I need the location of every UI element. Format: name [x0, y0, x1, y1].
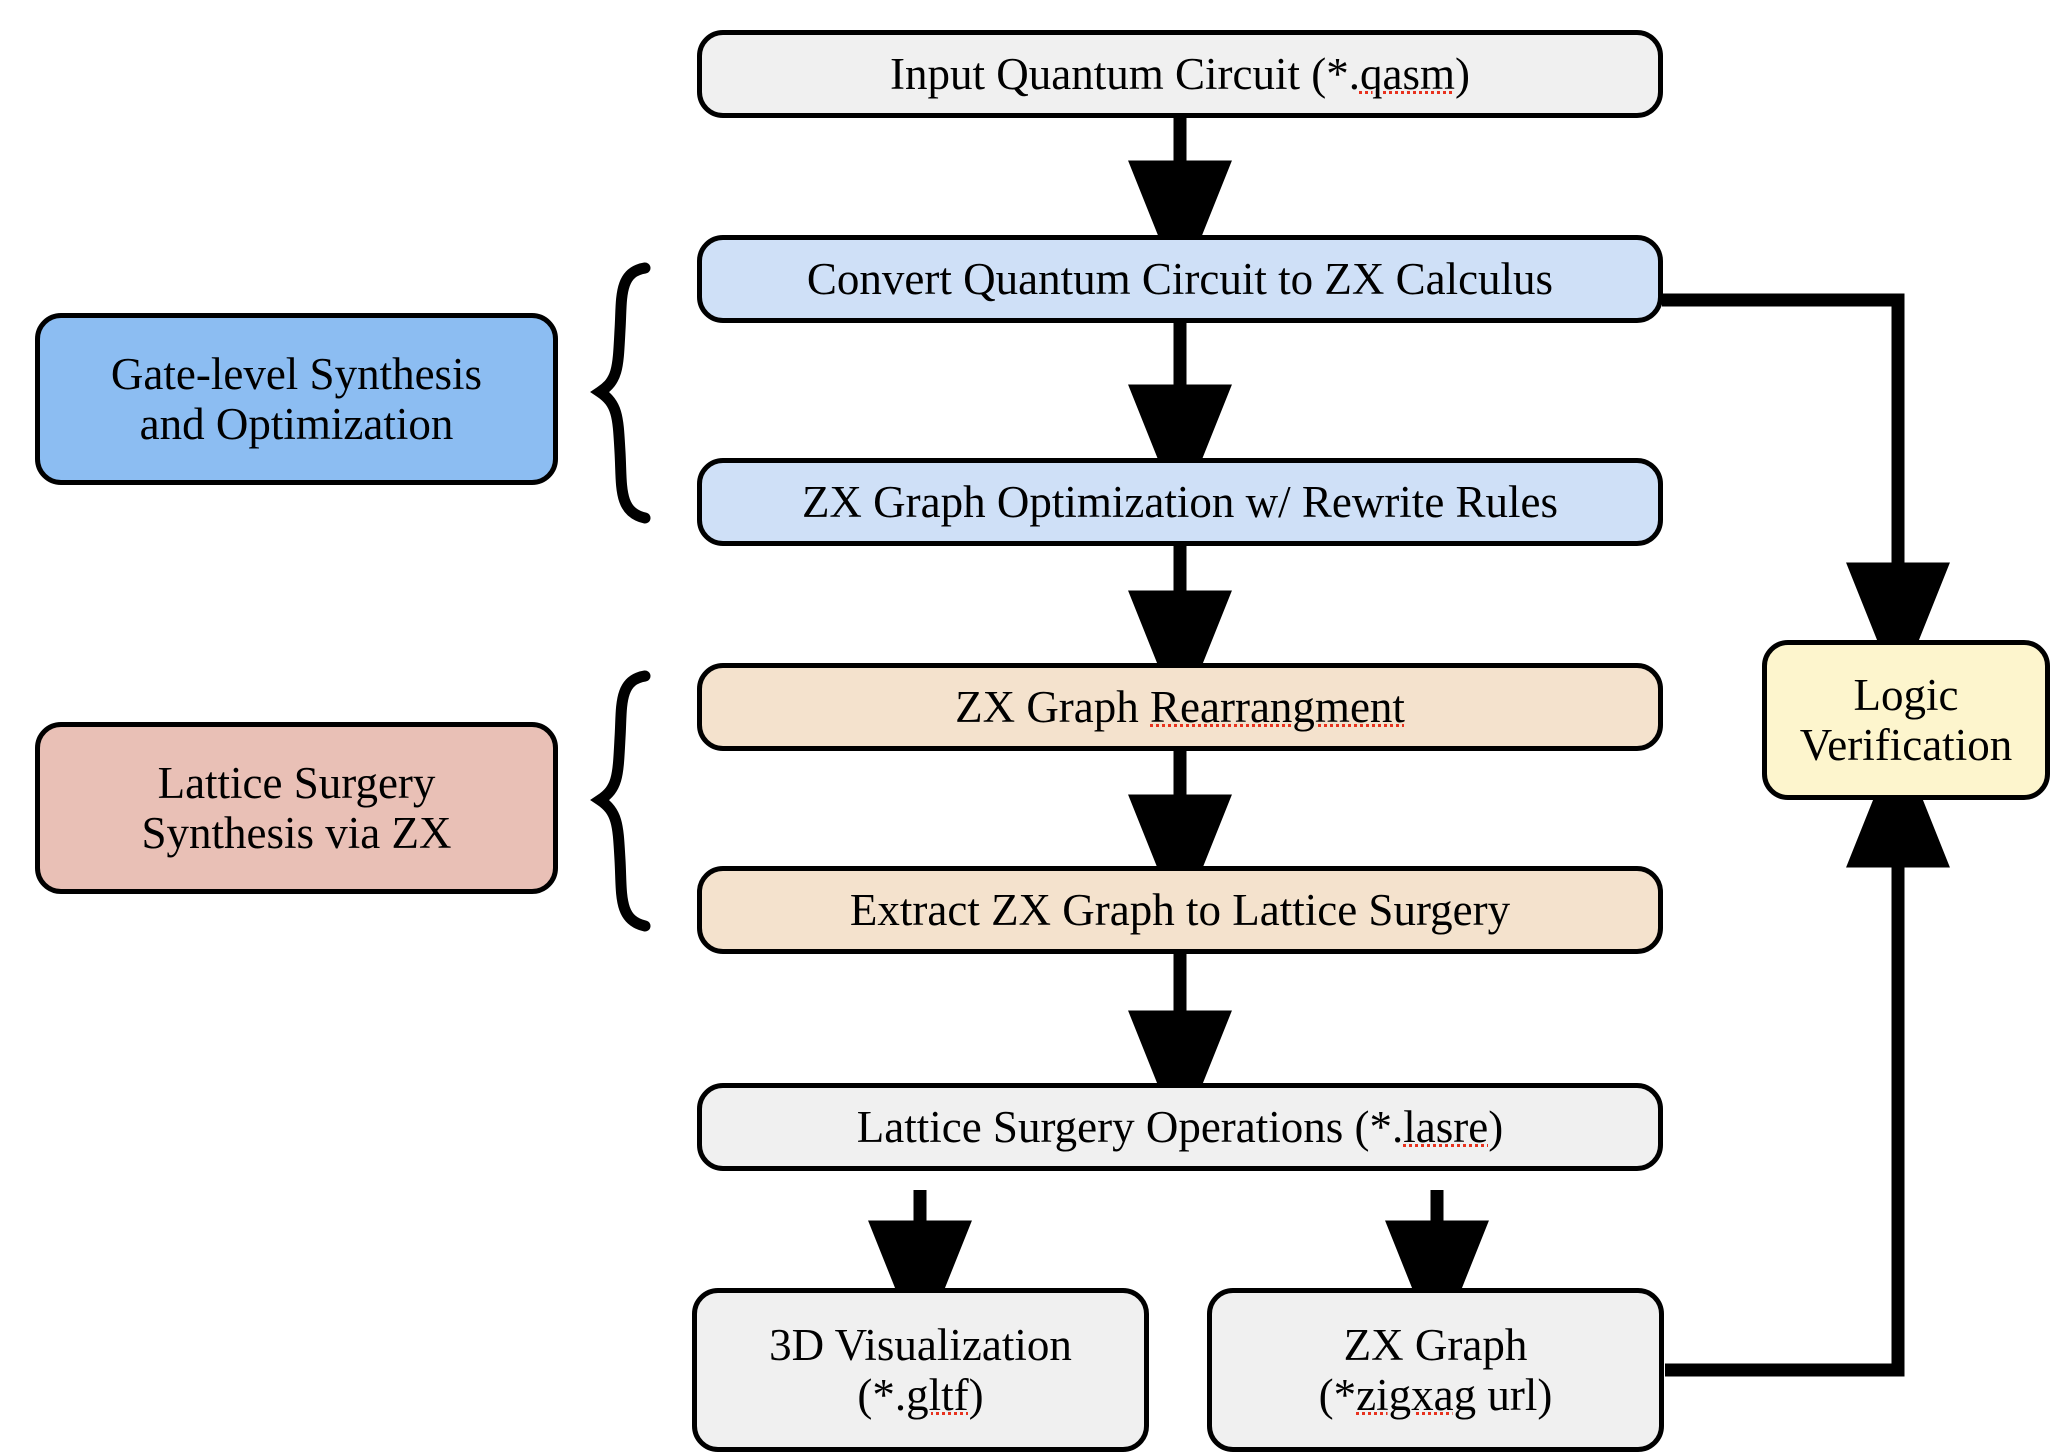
node-zx-graph-line2-before: (* [1318, 1370, 1357, 1420]
node-zx-graph-rearrangement[interactable]: ZX Graph Rearrangment [697, 663, 1663, 751]
edge-convert-to-logic-verification [1662, 293, 1950, 693]
node-3d-line2-misspelled: gltf [906, 1370, 969, 1420]
lattice-surgery-brace [590, 670, 651, 932]
node-3d-line2-before: (*. [857, 1370, 907, 1420]
node-3d-line2-after: ) [968, 1370, 984, 1420]
node-logic-verification-line1: Logic [1853, 669, 1959, 720]
node-3d-visualization[interactable]: 3D Visualization (*.gltf) [692, 1288, 1149, 1452]
node-input-quantum-circuit[interactable]: Input Quantum Circuit (*.qasm) [697, 30, 1663, 118]
node-rearrange-text-before: ZX Graph [955, 681, 1151, 732]
node-convert-label: Convert Quantum Circuit to ZX Calculus [806, 253, 1554, 304]
node-logic-verification-line2: Verification [1799, 720, 2013, 770]
node-zx-graph-line1: ZX Graph [1343, 1319, 1528, 1370]
node-input-text-after: ) [1454, 48, 1470, 99]
legend-gate-level-line2: and Optimization [139, 399, 454, 449]
gate-level-brace [590, 262, 651, 524]
node-input-text-before: Input Quantum Circuit (*. [890, 48, 1360, 99]
node-zx-graph-line2-misspelled: zigxag [1356, 1370, 1477, 1420]
legend-lattice-surgery-line2: Synthesis via ZX [141, 808, 452, 858]
legend-lattice-surgery-line1: Lattice Surgery [157, 757, 436, 808]
node-logic-verification[interactable]: Logic Verification [1762, 640, 2050, 800]
node-zx-graph-output[interactable]: ZX Graph (*zigxag url) [1207, 1288, 1664, 1452]
node-lattice-ops-text-after: ) [1488, 1101, 1504, 1152]
legend-lattice-surgery-synthesis: Lattice Surgery Synthesis via ZX [35, 722, 558, 894]
edge-zx-graph-to-logic-verification [1665, 737, 1950, 1377]
node-extract-zx-graph-to-lattice-surgery[interactable]: Extract ZX Graph to Lattice Surgery [697, 866, 1663, 954]
node-3d-line1: 3D Visualization [769, 1319, 1072, 1370]
node-convert-quantum-circuit-to-zx[interactable]: Convert Quantum Circuit to ZX Calculus [697, 235, 1663, 323]
node-extract-label: Extract ZX Graph to Lattice Surgery [849, 884, 1511, 935]
node-zx-graph-optimization[interactable]: ZX Graph Optimization w/ Rewrite Rules [697, 458, 1663, 546]
node-zx-graph-line2-after: url) [1476, 1370, 1553, 1420]
node-input-misspelled: qasm [1359, 48, 1455, 99]
node-lattice-ops-text-before: Lattice Surgery Operations (*. [856, 1101, 1404, 1152]
legend-gate-level-line1: Gate-level Synthesis [110, 348, 483, 399]
node-lattice-ops-misspelled: lasre [1403, 1101, 1489, 1152]
node-lattice-surgery-operations[interactable]: Lattice Surgery Operations (*.lasre) [697, 1083, 1663, 1171]
node-zx-optimize-label: ZX Graph Optimization w/ Rewrite Rules [801, 476, 1559, 527]
node-rearrange-misspelled: Rearrangment [1150, 681, 1405, 732]
legend-gate-level-synthesis: Gate-level Synthesis and Optimization [35, 313, 558, 485]
